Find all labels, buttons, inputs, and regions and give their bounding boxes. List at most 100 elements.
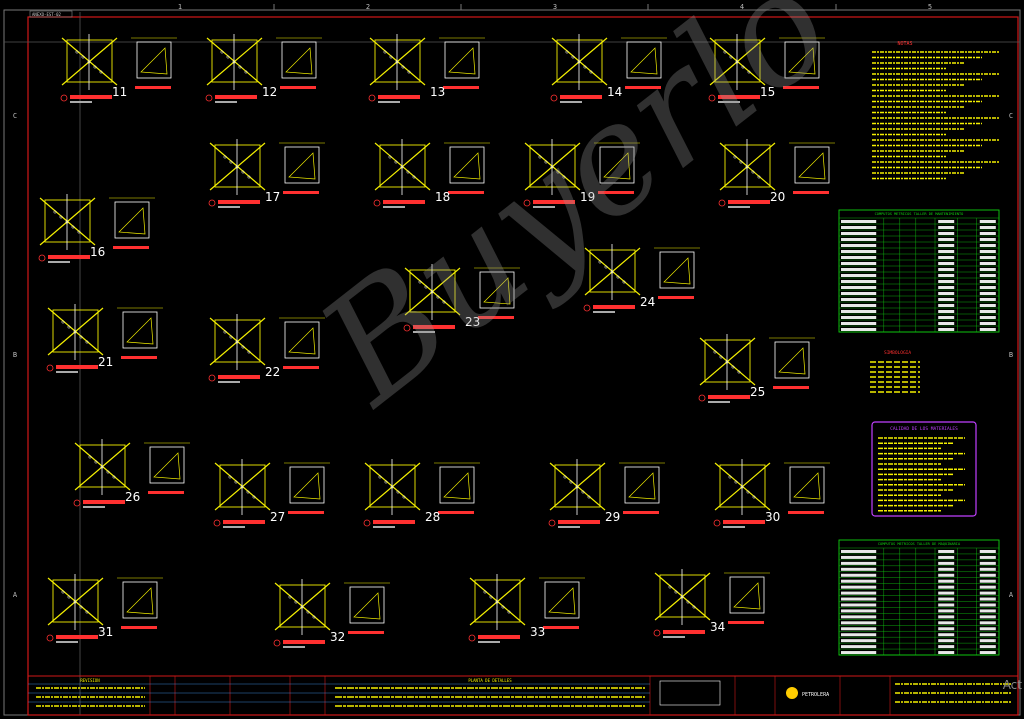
bolt-mark (745, 165, 749, 169)
bolt-mark (692, 605, 696, 609)
plate-outline (281, 41, 317, 79)
table-cell-text (938, 609, 955, 613)
bolt-mark (728, 475, 732, 479)
plate-caption-bar (113, 246, 149, 249)
plate-shape (483, 277, 511, 305)
bolt-mark (436, 295, 440, 299)
plate-outline (624, 466, 660, 504)
detail-number-17: 17 (265, 190, 280, 204)
detail-caption-bar (723, 520, 765, 524)
detail-caption-bar (378, 95, 420, 99)
table-cell-text (979, 328, 996, 331)
bolt-mark (94, 460, 98, 464)
table-cell-text (938, 220, 955, 223)
callout-bubble (548, 519, 556, 527)
bolt-mark (232, 60, 236, 64)
bolt-mark (112, 475, 116, 479)
table-cell-text (841, 597, 877, 601)
callout-bubble (708, 94, 716, 102)
gusset-outline (719, 464, 766, 508)
scale-caption-bar (558, 526, 580, 528)
callout-bubble (368, 94, 376, 102)
table-cell-text (938, 286, 955, 289)
table-cell-text (938, 591, 955, 595)
bolt-mark (589, 70, 593, 74)
zone-column-label: 3 (553, 3, 557, 11)
plate-caption-bar (283, 366, 319, 369)
brace-line (206, 37, 263, 86)
detail-number-19: 19 (580, 190, 595, 204)
detail-13: 13 (368, 34, 485, 103)
table-cell-text (979, 603, 996, 607)
bolt-mark (61, 590, 65, 594)
table-cell-text (841, 274, 877, 277)
plate-shape (353, 592, 381, 620)
table-cell-text (841, 579, 877, 583)
bolt-mark (223, 330, 227, 334)
bolt-mark (418, 280, 422, 284)
plate-caption-bar (625, 86, 661, 89)
bolt-mark (740, 485, 744, 489)
drawing-title: PLANTA DE DETALLES (468, 678, 512, 683)
detail-caption-bar (533, 200, 575, 204)
table-cell-text (841, 268, 877, 271)
table-cell-text (841, 298, 877, 301)
table-cell-text (938, 328, 955, 331)
detail-number-11: 11 (112, 85, 127, 99)
plate-shape (733, 582, 761, 610)
table-cell-text (979, 232, 996, 235)
detail-caption-bar (383, 200, 425, 204)
bolt-mark (725, 360, 729, 364)
bolt-mark (87, 60, 91, 64)
table-cell-text (938, 280, 955, 283)
bolt-mark (734, 480, 738, 484)
detail-number-14: 14 (607, 85, 622, 99)
detail-number-16: 16 (90, 245, 105, 259)
detail-12: 12 (205, 34, 322, 103)
scale-caption-bar (215, 101, 237, 103)
scale-caption-bar (283, 646, 305, 648)
table-cell-text (841, 561, 877, 565)
plate-outline (544, 581, 580, 619)
bolt-mark (85, 340, 89, 344)
table-cell-text (979, 256, 996, 259)
plate-caption-bar (773, 386, 809, 389)
table-cell-text (979, 621, 996, 625)
bolt-mark (680, 595, 684, 599)
plate-shape (448, 47, 476, 75)
table-cell-text (979, 274, 996, 277)
zone-column-label: 4 (740, 3, 744, 11)
plate-outline (444, 41, 480, 79)
brace-line (209, 317, 266, 366)
table-cell-text (841, 310, 877, 313)
plate-shape (453, 152, 481, 180)
bolt-mark (674, 590, 678, 594)
table-cell-text (841, 286, 877, 289)
plate-caption-bar (283, 191, 319, 194)
plate-shape (628, 472, 656, 500)
plate-outline (136, 41, 172, 79)
gusset-outline (79, 444, 126, 488)
table-cell-text (841, 226, 877, 229)
company-name: PETROLERA (802, 692, 829, 698)
zone-column-label: 2 (366, 3, 370, 11)
bolt-mark (396, 490, 400, 494)
brace-line (719, 142, 776, 191)
detail-caption-bar (373, 520, 415, 524)
detail-number-15: 15 (760, 85, 775, 99)
callout-bubble (363, 519, 371, 527)
brace-line (374, 142, 431, 191)
bolt-mark (99, 70, 103, 74)
table-cell-text (841, 615, 877, 619)
bolt-mark (384, 480, 388, 484)
brace-line (654, 572, 711, 621)
bolt-mark (733, 155, 737, 159)
plate-shape (126, 317, 154, 345)
bolt-mark (610, 270, 614, 274)
detail-number-27: 27 (270, 510, 285, 524)
scale-caption-bar (218, 206, 240, 208)
table-cell-text (979, 561, 996, 565)
detail-number-22: 22 (265, 365, 280, 379)
detail-number-23: 23 (465, 315, 480, 329)
